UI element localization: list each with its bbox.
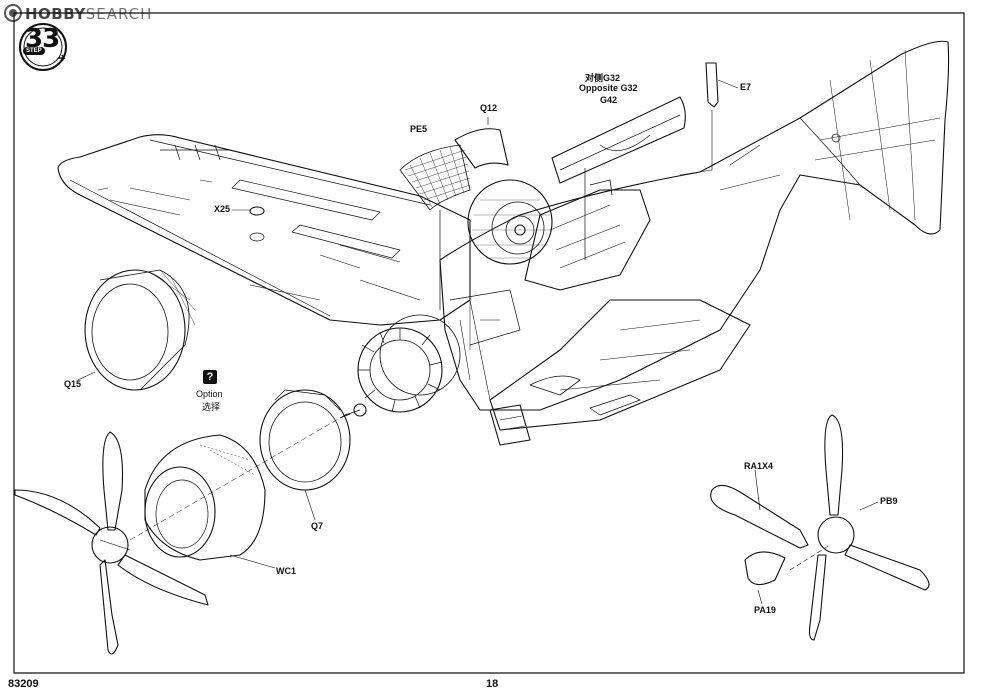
page-frame: [13, 12, 965, 674]
label-e7: E7: [740, 82, 752, 92]
q12-part: [454, 128, 509, 169]
label-pe5: PE5: [410, 124, 428, 134]
main-wheel: [467, 179, 553, 265]
e7-part: [705, 62, 719, 108]
q15-cowl-ring: [84, 269, 196, 391]
label-q12: Q12: [480, 103, 498, 113]
label-x25: X25: [214, 204, 231, 214]
watermark: HOBBYSEARCH: [4, 4, 152, 23]
step-label: STEP: [23, 47, 45, 55]
label-pb9: PB9: [880, 496, 898, 506]
wing: [57, 134, 471, 326]
left-propeller: [14, 431, 209, 655]
right-propeller: [808, 414, 930, 641]
label-g42: G42: [600, 95, 618, 105]
label-pa19: PA19: [754, 605, 776, 615]
q7-cowl-ring: [259, 389, 351, 491]
cockpit: [524, 189, 651, 291]
ra1x4-blade: [710, 484, 809, 549]
wc1-cowling: [144, 434, 266, 561]
label-q7: Q7: [311, 521, 324, 531]
page-number: 18: [486, 678, 499, 690]
label-g32-cn: 对侧G32: [585, 73, 621, 83]
label-g32-en: Opposite G32: [579, 83, 638, 93]
label-ra1x4: RA1X4: [744, 461, 774, 471]
label-option-cn: 选择: [202, 402, 221, 412]
g42-part: [551, 96, 686, 184]
fuselage: [439, 40, 950, 411]
label-option-en: Option: [196, 389, 223, 399]
pe5-mesh-part: [399, 144, 471, 211]
label-q15: Q15: [64, 379, 82, 389]
question-mark-icon: ?: [203, 370, 217, 384]
kit-code: 83209: [8, 678, 39, 690]
pa19-part: [744, 551, 786, 586]
watermark-brand: HOBBY: [25, 5, 86, 23]
label-wc1: WC1: [276, 566, 296, 576]
watermark-suffix: SEARCH: [85, 5, 153, 23]
